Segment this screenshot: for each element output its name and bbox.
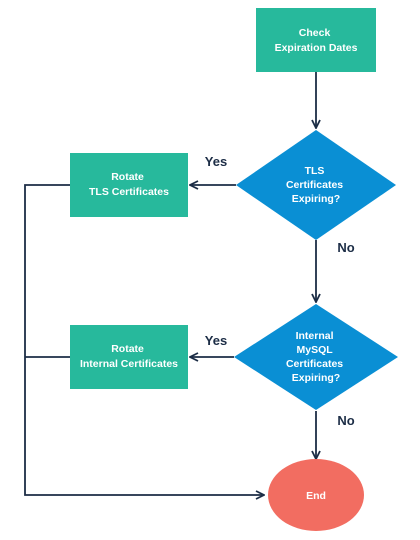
svg-text:Internal MySQL Cer: Internal MySQL Certificates Expiring? (286, 330, 346, 384)
node-check-expiration-dates: Check Expiration Dates (256, 8, 376, 72)
svg-text:Rotate Internal Certific: Rotate Internal Certificates (80, 343, 178, 370)
decision-internal-mysql-certificates-expiring: Internal MySQL Certificates Expiring? (234, 304, 398, 410)
svg-text:Rotate TLS Certificates: Rotate TLS Certificates (89, 171, 169, 198)
decision-mysql-line4: Expiring? (292, 372, 340, 384)
edge-label-mysql-yes: Yes (205, 333, 227, 348)
node-check-line2: Expiration Dates (275, 42, 358, 54)
node-rotate-tls-certificates: Rotate TLS Certificates (70, 153, 188, 217)
decision-tls-line2: Certificates (286, 179, 343, 191)
svg-text:Check Expiration Dates: Check Expiration Dates (275, 27, 358, 54)
connectors (24, 72, 316, 495)
edge-label-tls-yes: Yes (205, 154, 227, 169)
terminal-end-label: End (306, 490, 326, 502)
decision-tls-line3: Expiring? (292, 193, 340, 205)
node-rotate-internal-line2: Internal Certificates (80, 358, 178, 370)
edge-label-tls-no: No (337, 240, 354, 255)
node-check-line1: Check (299, 27, 331, 39)
node-rotate-internal-line1: Rotate (111, 343, 144, 355)
node-rotate-tls-line1: Rotate (111, 171, 144, 183)
decision-mysql-line1: Internal (296, 330, 334, 342)
edge-label-mysql-no: No (337, 413, 354, 428)
decision-mysql-line2: MySQL (297, 344, 334, 356)
decision-mysql-line3: Certificates (286, 358, 343, 370)
node-rotate-internal-certificates: Rotate Internal Certificates (70, 325, 188, 389)
decision-tls-line1: TLS (305, 165, 325, 177)
svg-text:TLS Certificates E: TLS Certificates Expiring? (286, 165, 346, 205)
terminal-end: End (268, 459, 364, 531)
decision-tls-certificates-expiring: TLS Certificates Expiring? (236, 130, 396, 240)
edge-rotate-tls-to-end (24, 184, 264, 495)
node-rotate-tls-line2: TLS Certificates (89, 186, 169, 198)
